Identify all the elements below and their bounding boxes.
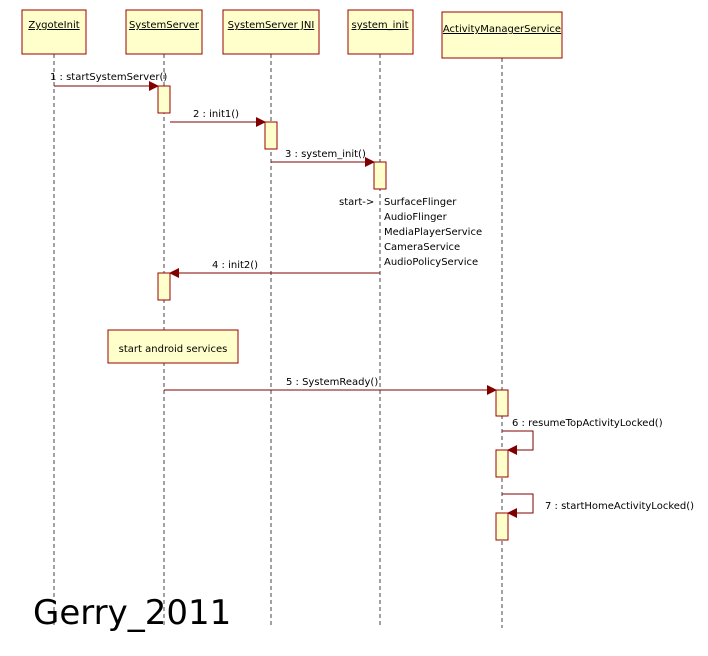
activation-systemserver-2	[157, 272, 171, 301]
message-7: 7 : startHomeActivityLocked()	[502, 493, 694, 518]
participant-activitymanagerservice: ActivityManagerService	[441, 11, 563, 59]
message-label: 2 : init1()	[193, 109, 239, 120]
note-line: MediaPlayerService	[384, 227, 482, 238]
participant-label: ActivityManagerService	[443, 24, 561, 35]
comment-box: start android services	[107, 329, 239, 364]
activation-bars	[157, 85, 509, 541]
activation-ams-1	[495, 389, 509, 417]
message-label: 4 : init2()	[212, 260, 258, 271]
note-line: CameraService	[384, 242, 460, 253]
participant-label: ZygoteInit	[28, 20, 79, 31]
participant-systemserver-jni: SystemServer JNI	[222, 9, 320, 55]
activation-ams-2	[495, 449, 509, 478]
message-6: 6 : resumeTopActivityLocked()	[502, 418, 663, 455]
activation-system-init	[373, 161, 387, 190]
message-label: 5 : SystemReady()	[286, 377, 378, 388]
participant-system-init: system_init	[347, 9, 414, 55]
participant-label: SystemServer JNI	[228, 20, 315, 31]
participant-label: system_init	[352, 20, 409, 31]
services-note: start-> SurfaceFlinger AudioFlinger Medi…	[339, 197, 482, 268]
activation-systemserver-1	[157, 85, 171, 114]
note-line: AudioFlinger	[384, 212, 448, 223]
participant-systemserver: SystemServer	[125, 9, 203, 55]
message-1: 1 : startSystemServer()	[50, 72, 167, 91]
activation-jni	[264, 121, 278, 150]
message-label: 7 : startHomeActivityLocked()	[545, 501, 694, 512]
message-3: 3 : system_init()	[271, 149, 375, 167]
watermark: Gerry_2011	[33, 593, 231, 633]
message-4: 4 : init2()	[169, 260, 380, 278]
message-label: 3 : system_init()	[285, 149, 366, 160]
message-label: 6 : resumeTopActivityLocked()	[512, 418, 663, 429]
activation-ams-3	[495, 512, 509, 541]
note-prefix: start->	[339, 197, 374, 208]
participant-label: SystemServer	[129, 20, 200, 31]
message-label: 1 : startSystemServer()	[50, 72, 167, 83]
message-2: 2 : init1()	[170, 109, 266, 127]
message-5: 5 : SystemReady()	[164, 377, 497, 395]
comment-box-label: start android services	[119, 344, 228, 355]
note-line: AudioPolicyService	[384, 257, 478, 268]
participant-zygoteinit: ZygoteInit	[21, 9, 87, 55]
note-line: SurfaceFlinger	[384, 197, 457, 208]
